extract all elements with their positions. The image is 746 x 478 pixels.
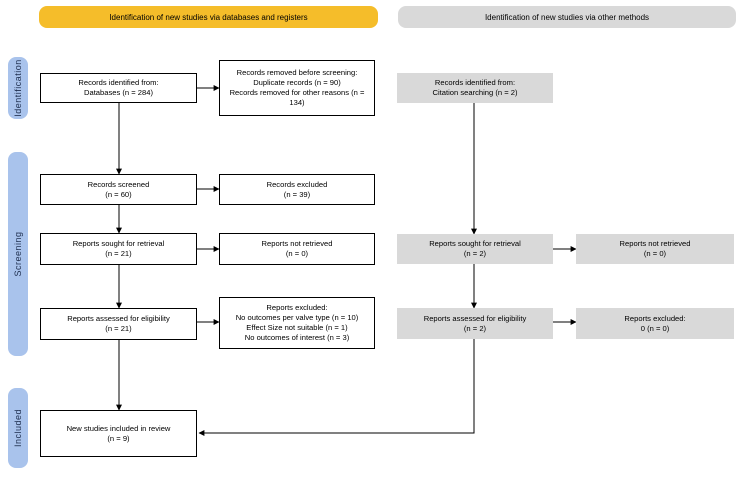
reports-sought-other-box: Reports sought for retrieval (n = 2) <box>397 234 553 264</box>
reports-not-retrieved-databases-box: Reports not retrieved (n = 0) <box>219 233 375 265</box>
reports-excluded-databases-box: Reports excluded: No outcomes per valve … <box>219 297 375 349</box>
box-line: (n = 9) <box>107 433 130 443</box>
box-line: No outcomes per valve type (n = 10) <box>235 313 359 322</box>
box-line: (n = 2) <box>463 249 487 258</box>
phase-included: Included <box>8 388 28 468</box>
box-line: Reports sought for retrieval <box>429 239 521 248</box>
studies-included-box: New studies included in review (n = 9) <box>40 410 197 457</box>
box-line: Reports assessed for eligibility <box>67 314 170 323</box>
header-other-methods: Identification of new studies via other … <box>398 6 736 28</box>
box-line: Reports excluded: <box>266 303 328 312</box>
box-line: Reports assessed for eligibility <box>423 313 527 323</box>
phase-screening: Screening <box>8 152 28 356</box>
reports-excluded-other-box: Reports excluded: 0 (n = 0) <box>576 308 734 339</box>
box-line: (n = 60) <box>105 189 132 199</box>
box-line: Citation searching (n = 2) <box>432 88 518 97</box>
box-line: (n = 0) <box>643 249 667 258</box>
box-line: Reports excluded: <box>624 313 686 323</box>
reports-assessed-databases-box: Reports assessed for eligibility (n = 21… <box>40 308 197 340</box>
reports-not-retrieved-other-box: Reports not retrieved (n = 0) <box>576 234 734 264</box>
reports-sought-databases-box: Reports sought for retrieval (n = 21) <box>40 233 197 265</box>
records-excluded-box: Records excluded (n = 39) <box>219 174 375 205</box>
phase-identification: Identification <box>8 57 28 119</box>
box-line: Records removed for other reasons (n = <box>229 88 365 97</box>
reports-assessed-other-box: Reports assessed for eligibility (n = 2) <box>397 308 553 339</box>
box-line: 134) <box>289 98 305 107</box>
box-line: (n = 39) <box>283 189 311 199</box>
box-line: (n = 21) <box>105 324 132 333</box>
records-identified-databases-box: Records identified from: Databases (n = … <box>40 73 197 103</box>
box-line: Records identified from: <box>434 78 516 87</box>
box-line: Duplicate records (n = 90) <box>253 78 341 87</box>
box-line: Records screened <box>87 179 150 189</box>
box-line: No outcomes of interest (n = 3) <box>244 333 350 342</box>
box-line: (n = 2) <box>463 323 487 333</box>
box-line: Databases (n = 284) <box>83 88 154 97</box>
box-line: Reports sought for retrieval <box>72 239 165 248</box>
box-line: Effect Size not suitable (n = 1) <box>246 323 348 332</box>
records-screened-box: Records screened (n = 60) <box>40 174 197 205</box>
header-databases: Identification of new studies via databa… <box>39 6 378 28</box>
records-removed-box: Records removed before screening: Duplic… <box>219 60 375 116</box>
box-line: Records identified from: <box>78 78 159 87</box>
box-line: Records excluded <box>266 179 328 189</box>
records-identified-citation-box: Records identified from: Citation search… <box>397 73 553 103</box>
box-line: Reports not retrieved <box>261 239 333 248</box>
box-line: New studies included in review <box>66 423 171 433</box>
box-line: (n = 0) <box>285 249 309 258</box>
box-line: 0 (n = 0) <box>640 323 670 333</box>
arrow-other-assessed-to-included <box>198 339 475 436</box>
box-line: Reports not retrieved <box>619 239 691 248</box>
box-line: (n = 21) <box>105 249 132 258</box>
box-line: Records removed before screening: <box>236 68 358 77</box>
